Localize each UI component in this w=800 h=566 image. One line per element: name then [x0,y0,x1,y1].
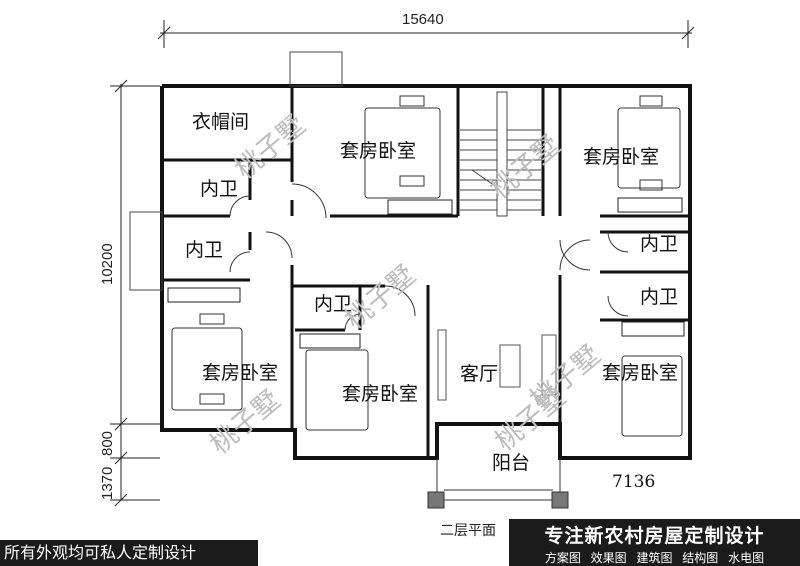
unit-number: 7136 [612,472,655,492]
wardrobes [167,197,685,349]
top-projection [289,51,343,87]
room-suite-bottom-left: 套房卧室 [202,362,278,384]
beds [171,95,683,437]
room-suite-bottom-right: 套房卧室 [602,362,678,384]
room-bath-center: 内卫 [314,293,352,315]
room-suite-top-center: 套房卧室 [340,140,416,162]
room-bath-top-left: 内卫 [200,178,238,200]
left-dimension [110,79,160,507]
service-banner: 专注新农村房屋定制设计 方案图 效果图 建筑图 结构图 水电图 [509,519,800,566]
service-banner-title: 专注新农村房屋定制设计 [544,525,765,547]
interior-walls [164,88,690,458]
balcony-depth-a-label: 1370 [99,467,116,500]
room-bath-left: 内卫 [185,239,223,261]
living-sofa [437,329,557,401]
room-bath-right-upper: 内卫 [640,233,678,255]
service-banner-tags: 方案图 效果图 建筑图 结构图 水电图 [544,551,765,565]
customization-banner: 所有外观均可私人定制设计 [0,540,258,566]
exterior-walls [160,84,692,460]
staircase [460,91,541,217]
doors [229,183,629,331]
room-balcony: 阳台 [492,452,530,474]
room-bath-right-lower: 内卫 [640,286,678,308]
floor-caption: 二层平面 [440,523,496,539]
room-living: 客厅 [460,363,498,385]
room-cloakroom: 衣帽间 [192,111,249,133]
room-suite-top-right: 套房卧室 [583,146,659,168]
overall-width-label: 15640 [402,11,444,28]
left-projection [129,211,163,291]
top-dimension [157,20,695,48]
room-suite-bottom-center: 套房卧室 [342,383,418,405]
overall-depth-label: 10200 [99,243,116,285]
balcony-railing [427,458,569,509]
balcony-depth-b-label: 800 [99,431,116,456]
watermark-4: 桃子墅 [205,385,287,461]
